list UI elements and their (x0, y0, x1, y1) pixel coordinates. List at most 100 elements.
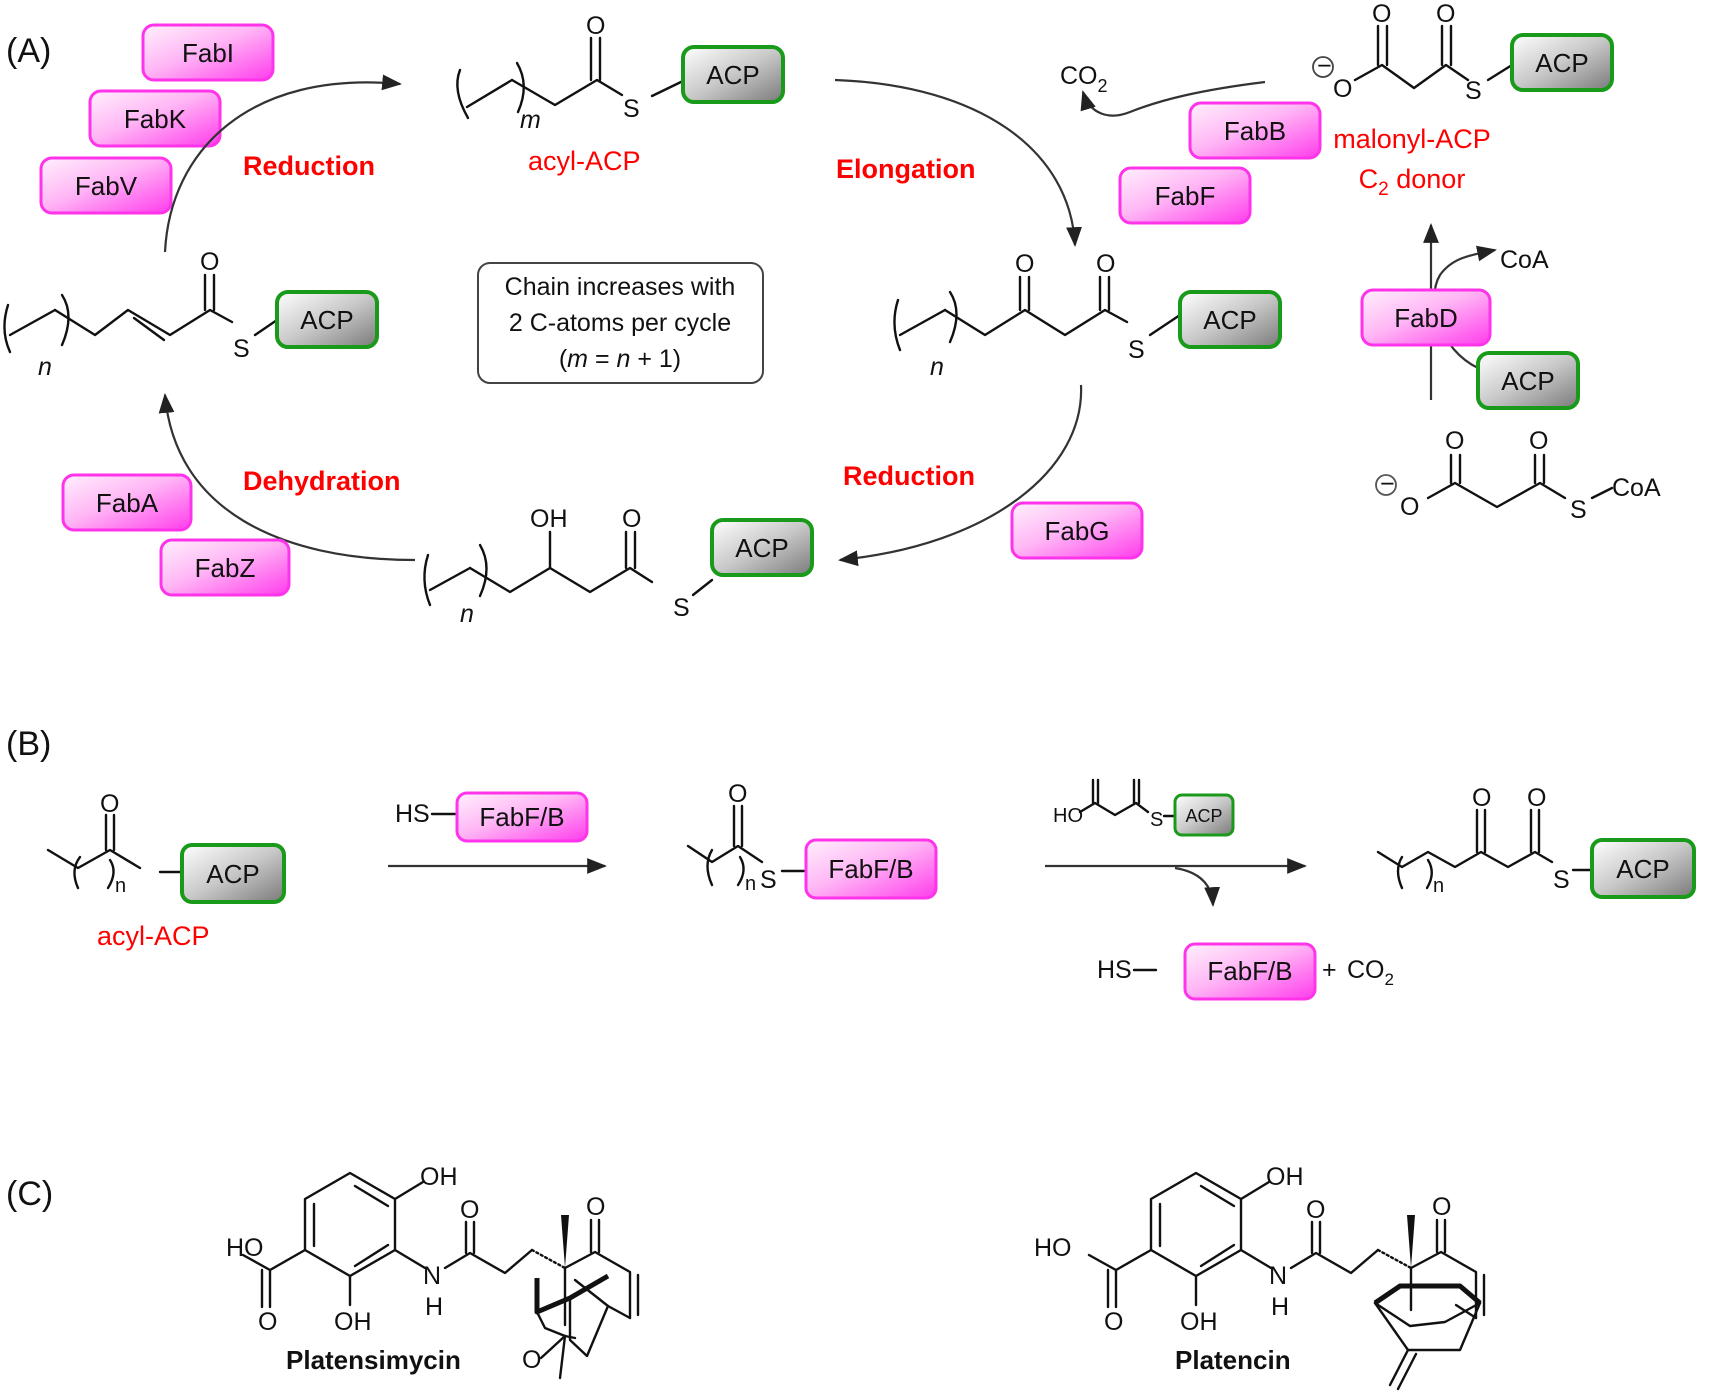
svg-text:S: S (760, 866, 777, 894)
svg-text:OH: OH (334, 1308, 372, 1336)
svg-text:−: − (1380, 470, 1395, 498)
ketoacyl-acp-b-structure: O O S n (1376, 784, 1593, 897)
enzyme-fabi: FabI (141, 23, 275, 82)
enzyme-fabv: FabV (39, 156, 173, 215)
svg-text:S: S (673, 594, 690, 622)
svg-text:O: O (1104, 1308, 1123, 1336)
svg-text:HO: HO (1053, 805, 1083, 827)
svg-text:ACP: ACP (300, 305, 353, 335)
enoyl-acp-structure: O S n (3, 248, 279, 381)
svg-text:S: S (623, 95, 640, 123)
svg-text:n: n (745, 873, 756, 895)
svg-text:O: O (1436, 0, 1455, 28)
acyl-acp-label-b: acyl-ACP (97, 921, 210, 951)
svg-text:FabF/B: FabF/B (828, 854, 913, 884)
malonyl-acp-reagent: HO S (1053, 778, 1176, 831)
hs-label-1: HS (395, 800, 430, 828)
svg-text:(m = n + 1): (m = n + 1) (559, 345, 681, 373)
svg-text:O: O (100, 790, 119, 818)
plus-sign: + (1322, 956, 1337, 984)
svg-text:S: S (1570, 496, 1587, 524)
svg-text:OH: OH (1266, 1163, 1304, 1191)
hydroxyacyl-acp-structure: OH O S n (423, 505, 714, 628)
svg-text:O: O (1529, 427, 1548, 455)
enzyme-fabz: FabZ (159, 538, 291, 597)
enzyme-fabfb-product: FabF/B (1183, 942, 1317, 1001)
dehydration-arrow (158, 393, 416, 562)
svg-text:n: n (930, 353, 944, 381)
svg-text:OH: OH (420, 1163, 458, 1191)
enzyme-fabf: FabF (1118, 166, 1252, 225)
svg-text:O: O (200, 248, 219, 276)
acyl-acp-structure: O S m (456, 12, 685, 134)
svg-text:O: O (1306, 1196, 1325, 1224)
svg-text:O: O (1445, 427, 1464, 455)
svg-text:OH: OH (1180, 1308, 1218, 1336)
svg-text:ACP: ACP (1535, 48, 1588, 78)
svg-text:n: n (115, 875, 126, 897)
svg-text:n: n (1433, 875, 1444, 897)
enzyme-fabfb-intermediate: FabF/B (804, 838, 938, 900)
svg-text:S: S (233, 335, 250, 363)
svg-text:O: O (1096, 250, 1115, 278)
svg-text:HO: HO (1034, 1234, 1072, 1262)
svg-text:O: O (1400, 493, 1419, 521)
elongation-arrow (834, 78, 1082, 247)
acp-box-b1: ACP (180, 843, 286, 904)
svg-text:O: O (1432, 1193, 1451, 1221)
svg-text:O: O (1527, 784, 1546, 812)
svg-text:S: S (1465, 77, 1482, 105)
co2-label-b: CO2 (1347, 956, 1394, 989)
svg-text:O: O (1333, 75, 1352, 103)
release-arrow-b (1174, 866, 1221, 907)
svg-text:S: S (1150, 809, 1163, 831)
acyl-enzyme-structure: O S n (686, 780, 806, 895)
acp-box-b-final: ACP (1590, 838, 1696, 899)
enzyme-fabg: FabG (1010, 501, 1144, 560)
svg-text:FabD: FabD (1394, 303, 1458, 333)
svg-text:S: S (1553, 866, 1570, 894)
acyl-acp-label: acyl-ACP (528, 146, 641, 176)
svg-text:FabA: FabA (96, 488, 159, 518)
svg-text:ACP: ACP (206, 859, 259, 889)
acyl-acp-b-structure: O n (46, 790, 182, 897)
step-label-reduction-top: Reduction (243, 151, 375, 181)
svg-text:ACP: ACP (1203, 305, 1256, 335)
svg-text:HO: HO (226, 1234, 264, 1262)
svg-text:m: m (520, 106, 541, 134)
svg-text:H: H (1271, 1293, 1289, 1321)
step-label-reduction-bottom: Reduction (843, 461, 975, 491)
reduction-arrow-bottom (838, 384, 1083, 567)
panel-label-a: (A) (6, 32, 51, 70)
acp-box-malonyl: ACP (1510, 33, 1614, 92)
step-label-elongation: Elongation (836, 154, 975, 184)
svg-text:H: H (425, 1293, 443, 1321)
enzyme-fabb: FabB (1188, 101, 1322, 160)
svg-text:O: O (522, 1346, 541, 1374)
enzyme-fabfb-reagent: FabF/B (455, 791, 589, 843)
svg-text:ACP: ACP (735, 533, 788, 563)
svg-text:O: O (586, 12, 605, 40)
svg-text:ACP: ACP (706, 60, 759, 90)
acp-box-enoyl: ACP (275, 290, 379, 349)
svg-text:CoA: CoA (1612, 474, 1661, 502)
svg-text:O: O (460, 1196, 479, 1224)
svg-text:O: O (728, 780, 747, 808)
compound-name-platencin: Platencin (1175, 1345, 1291, 1375)
svg-text:FabF: FabF (1155, 181, 1216, 211)
malonyl-coa-structure: − O O O S CoA (1375, 427, 1661, 524)
svg-text:ACP: ACP (1616, 854, 1669, 884)
panel-label-b: (B) (6, 725, 51, 763)
c2-donor-label: C2 donor (1359, 164, 1466, 200)
svg-text:O: O (258, 1308, 277, 1336)
svg-text:n: n (460, 600, 474, 628)
svg-text:Chain increases with: Chain increases with (505, 273, 736, 301)
svg-text:O: O (1372, 0, 1391, 28)
acp-box-hydroxyacyl: ACP (710, 518, 814, 577)
acp-box-ketoacyl: ACP (1178, 290, 1282, 349)
svg-text:N: N (423, 1262, 441, 1290)
coa-label: CoA (1500, 246, 1549, 274)
coa-release-arrow (1433, 245, 1497, 369)
step-label-dehydration: Dehydration (243, 466, 401, 496)
enzyme-label: FabI (182, 38, 234, 68)
